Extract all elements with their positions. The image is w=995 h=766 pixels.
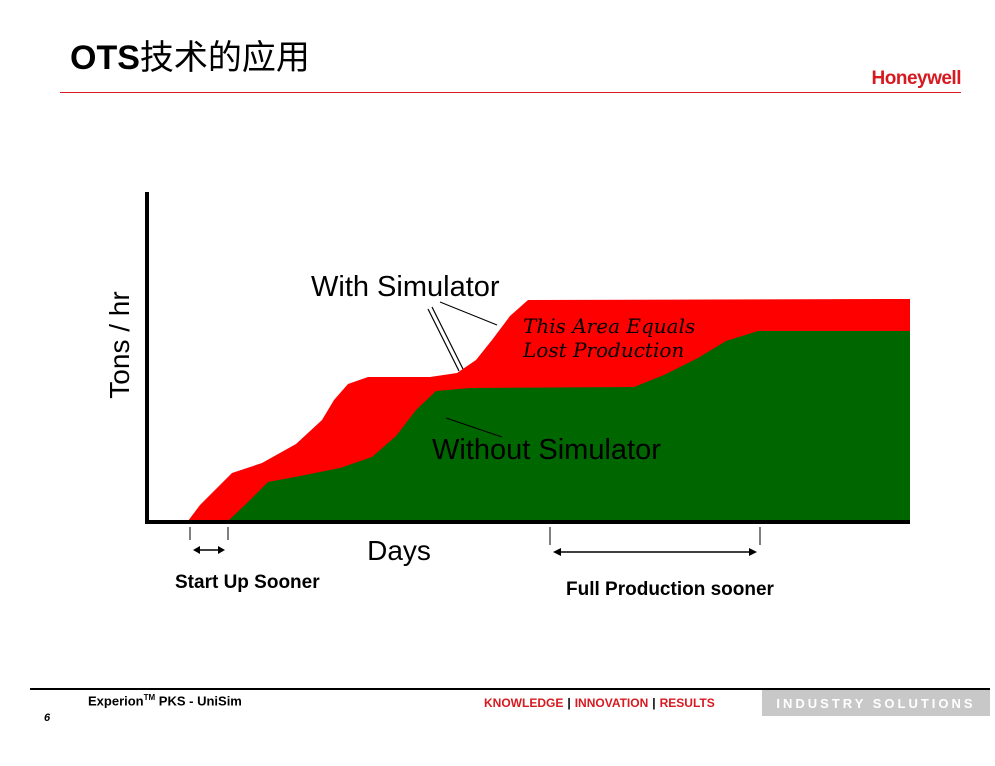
- startup-arrow-head-left: [193, 546, 200, 554]
- tag-separator: |: [567, 696, 571, 710]
- product-name: Experion: [88, 693, 144, 709]
- page-number: 6: [44, 712, 51, 724]
- trademark: TM: [143, 693, 156, 702]
- footer-divider: [30, 688, 990, 690]
- title-divider: [60, 92, 961, 93]
- title-chinese: 技术的应用: [139, 39, 310, 77]
- with-pointer-double-a: [431, 306, 464, 370]
- footer-product: ExperionTM PKS - UniSim: [88, 693, 242, 708]
- with-pointer-single: [439, 301, 498, 326]
- tag-knowledge: KNOWLEDGE: [484, 696, 564, 710]
- with-pointer-double-b: [427, 308, 460, 372]
- with-simulator-label: With Simulator: [311, 271, 500, 303]
- product-suffix: PKS - UniSim: [155, 693, 242, 709]
- without-pointer: [445, 417, 503, 438]
- title-latin: OTS: [70, 39, 140, 77]
- honeywell-logo: Honeywell: [871, 68, 962, 89]
- industry-solutions-badge: INDUSTRY SOLUTIONS: [762, 690, 990, 716]
- fullprod-arrow-head-right: [749, 548, 757, 556]
- lost-production-note-1: This Area Equals: [523, 314, 695, 338]
- tag-results: RESULTS: [659, 696, 715, 710]
- fullprod-arrow-head-left: [553, 548, 561, 556]
- without-simulator-label: Without Simulator: [432, 434, 661, 466]
- fullprod-label: Full Production sooner: [566, 579, 775, 600]
- startup-arrow-head-right: [218, 546, 225, 554]
- footer-tagline: KNOWLEDGE|INNOVATION|RESULTS: [484, 696, 715, 710]
- y-axis-label: Tons / hr: [104, 291, 135, 398]
- x-axis-label: Days: [367, 535, 431, 566]
- tag-innovation: INNOVATION: [574, 696, 649, 710]
- without-simulator-area: [228, 331, 910, 521]
- lost-production-note-2: Lost Production: [522, 338, 684, 362]
- tag-separator: |: [652, 696, 656, 710]
- slide-title: OTS技术的应用: [70, 30, 310, 79]
- startup-label: Start Up Sooner: [175, 572, 320, 593]
